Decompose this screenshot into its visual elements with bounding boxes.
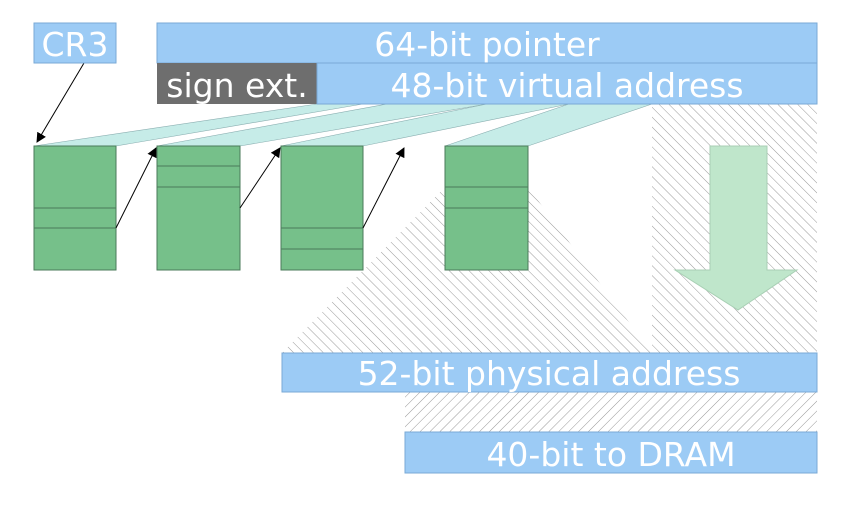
cr3-register: CR3: [33, 22, 117, 64]
virtual-address-label: 48-bit virtual address: [390, 66, 743, 105]
pointer-bar: 64-bit pointer: [156, 22, 818, 64]
page-table-level-4: [33, 145, 117, 271]
cr3-pointer-arrow: [36, 62, 85, 143]
physical-address-bar: 52-bit physical address: [281, 352, 818, 393]
dram-truncation-hatch: [405, 392, 817, 432]
dram-label: 40-bit to DRAM: [486, 435, 735, 474]
page-table-level-3: [156, 145, 241, 271]
level-2-to-level-1-arrow: [362, 147, 405, 229]
cr3-label: CR3: [42, 25, 109, 64]
page-table-level-1: [444, 145, 529, 271]
sign-ext-label: sign ext.: [166, 66, 307, 105]
level-3-to-level-2-arrow: [239, 147, 281, 209]
pointer-label: 64-bit pointer: [374, 25, 600, 64]
physical-address-label: 52-bit physical address: [358, 354, 741, 393]
offset-copy-arrow: [673, 145, 799, 311]
dram-bar: 40-bit to DRAM: [404, 431, 818, 474]
page-table-level-2: [280, 145, 364, 271]
virtual-address-bar: 48-bit virtual address: [316, 62, 818, 105]
sign-extension-box: sign ext.: [157, 63, 317, 105]
level-4-to-level-3-arrow: [115, 147, 157, 229]
